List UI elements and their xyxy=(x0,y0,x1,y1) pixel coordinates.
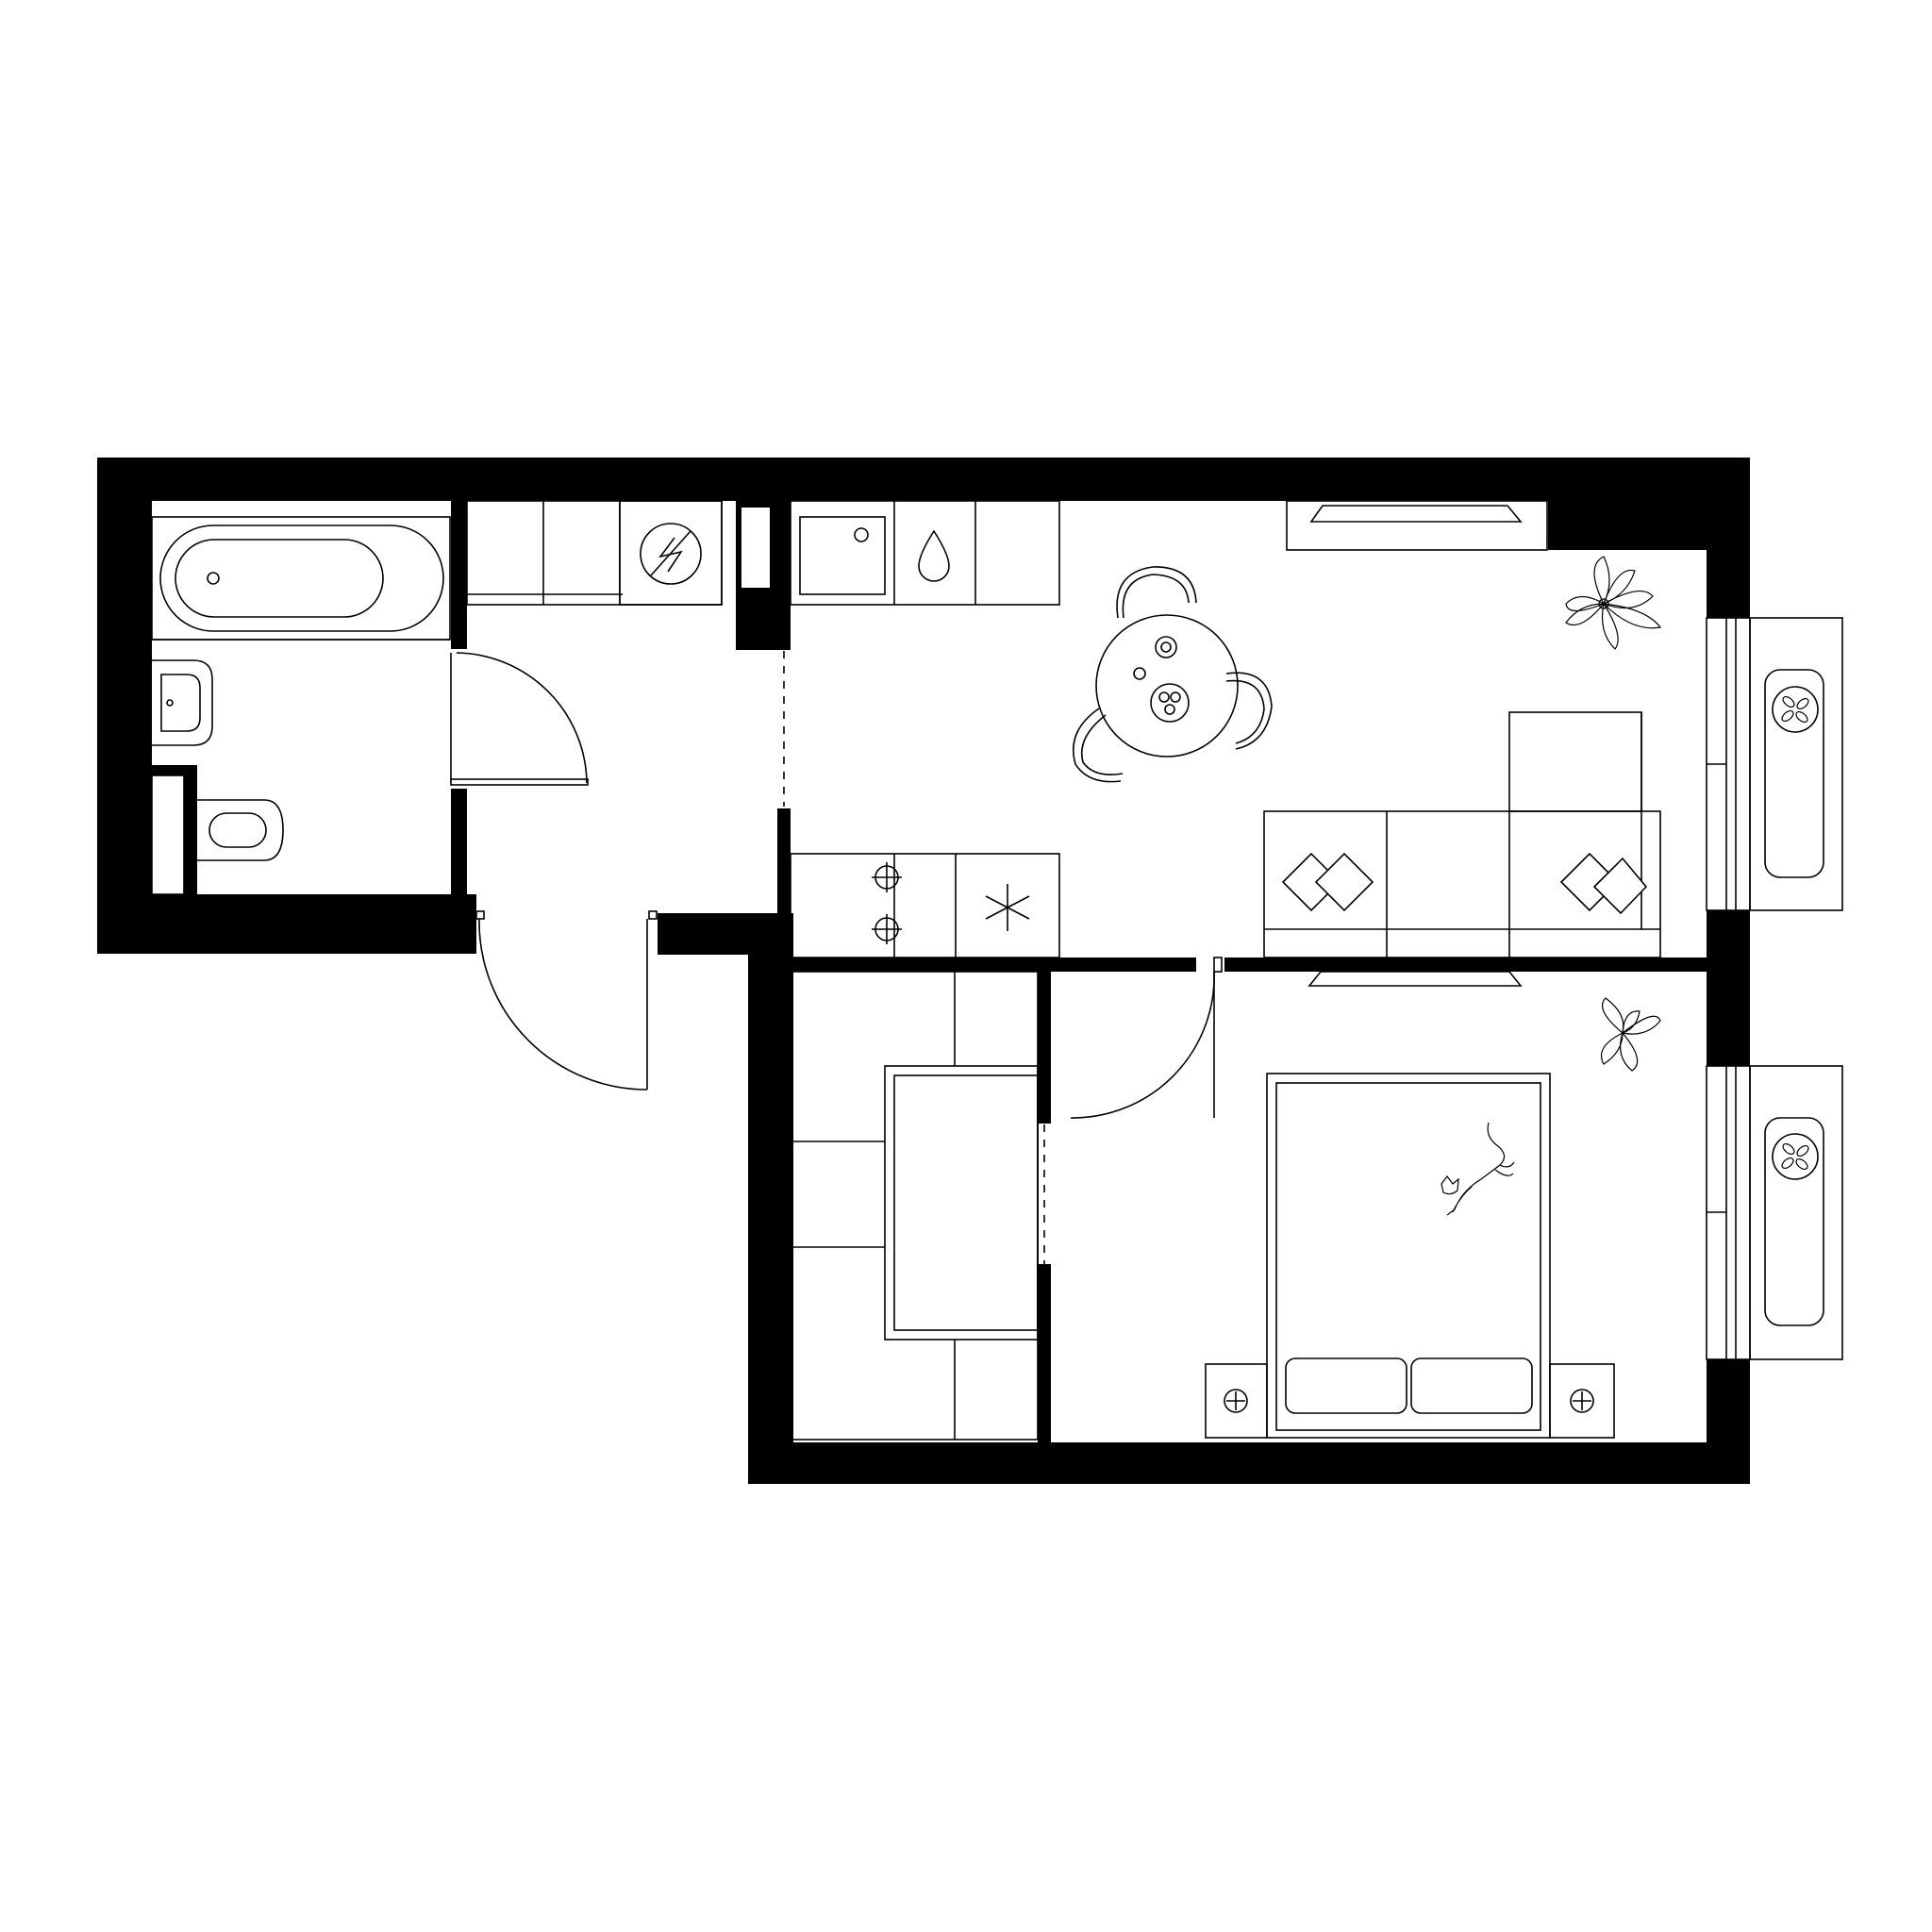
fan-icon xyxy=(1772,686,1819,733)
bedroom xyxy=(1205,971,1661,1439)
stove-icon xyxy=(872,862,902,944)
freezer-icon xyxy=(985,884,1030,931)
bedroom-door[interactable] xyxy=(1070,957,1223,1119)
washbasin-icon xyxy=(152,659,213,746)
tv-bedroom xyxy=(1307,971,1523,987)
balcony-bottom xyxy=(1706,1065,1843,1360)
nightstand-right xyxy=(1549,1363,1615,1439)
plant-icon xyxy=(1565,556,1662,650)
electric-panel-icon xyxy=(640,523,702,585)
nightstand-left xyxy=(1205,1363,1268,1439)
sink-icon xyxy=(799,516,886,595)
entrance-door[interactable] xyxy=(475,910,658,1091)
laundry-cabinet xyxy=(151,774,185,895)
hallway xyxy=(450,500,723,1091)
kitchen-living xyxy=(790,500,1662,1119)
round-table xyxy=(1095,614,1239,758)
chair-left xyxy=(1072,708,1124,783)
sofa xyxy=(1263,711,1661,958)
tv-top xyxy=(1286,500,1548,551)
chair-right xyxy=(1225,672,1273,750)
toilet-icon xyxy=(197,799,284,861)
fan-icon xyxy=(1772,1133,1819,1180)
bathroom-door[interactable] xyxy=(450,652,589,786)
balcony-top xyxy=(1706,617,1843,911)
bathtub-icon xyxy=(159,525,444,632)
double-bed xyxy=(1266,1073,1551,1439)
cushion-icons xyxy=(1281,852,1648,915)
plant-bedroom-icon xyxy=(1600,997,1661,1072)
water-heater-icon xyxy=(918,529,950,582)
bathroom xyxy=(151,516,451,895)
walk-in-closet xyxy=(790,971,1039,1441)
upper-counter xyxy=(790,500,1060,606)
wardrobe xyxy=(466,500,723,606)
lower-counter xyxy=(790,853,1060,958)
cat-icon xyxy=(1441,1122,1515,1216)
chair-top xyxy=(1116,566,1197,619)
